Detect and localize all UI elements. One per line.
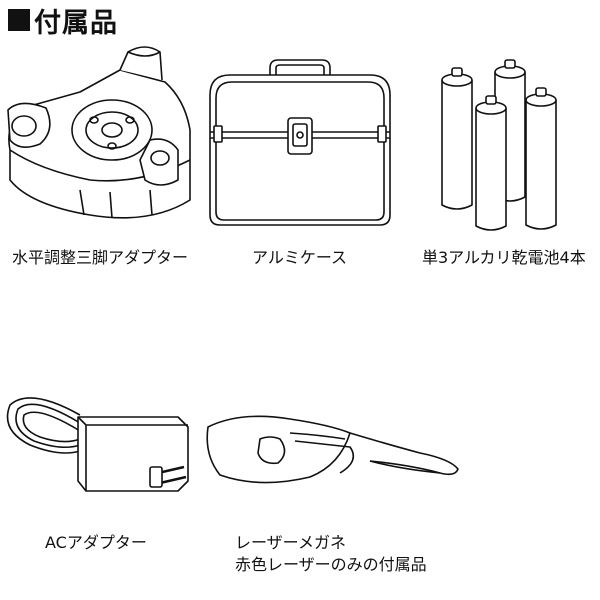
ac-adapter-illustration: ACアダプター: [0, 385, 200, 552]
section-title: 付属品: [34, 7, 118, 39]
caption-laser-glasses-note: 赤色レーザーのみの付属品: [235, 555, 427, 574]
aluminum-case-illustration: アルミケース: [200, 40, 400, 267]
heading-square-icon: [8, 9, 30, 31]
tripod-adapter-illustration: 水平調整三脚アダプター: [0, 40, 200, 267]
laser-glasses-illustration: レーザーメガネ 赤色レーザーのみの付属品: [200, 405, 460, 574]
ac-adapter-icon: [0, 385, 200, 515]
caption-aa-batteries: 単3アルカリ乾電池4本: [422, 248, 586, 267]
caption-ac-adapter: ACアダプター: [45, 533, 147, 552]
laser-glasses-icon: [200, 405, 460, 505]
section-heading: 付属品: [8, 2, 118, 39]
caption-tripod-adapter: 水平調整三脚アダプター: [12, 248, 189, 267]
aluminum-case-icon: [200, 40, 400, 230]
aa-batteries-icon: [420, 40, 600, 230]
caption-aluminum-case: アルミケース: [252, 248, 348, 267]
tripod-adapter-icon: [0, 40, 200, 230]
caption-laser-glasses: レーザーメガネ: [235, 533, 347, 552]
aa-batteries-illustration: 単3アルカリ乾電池4本: [420, 40, 600, 267]
